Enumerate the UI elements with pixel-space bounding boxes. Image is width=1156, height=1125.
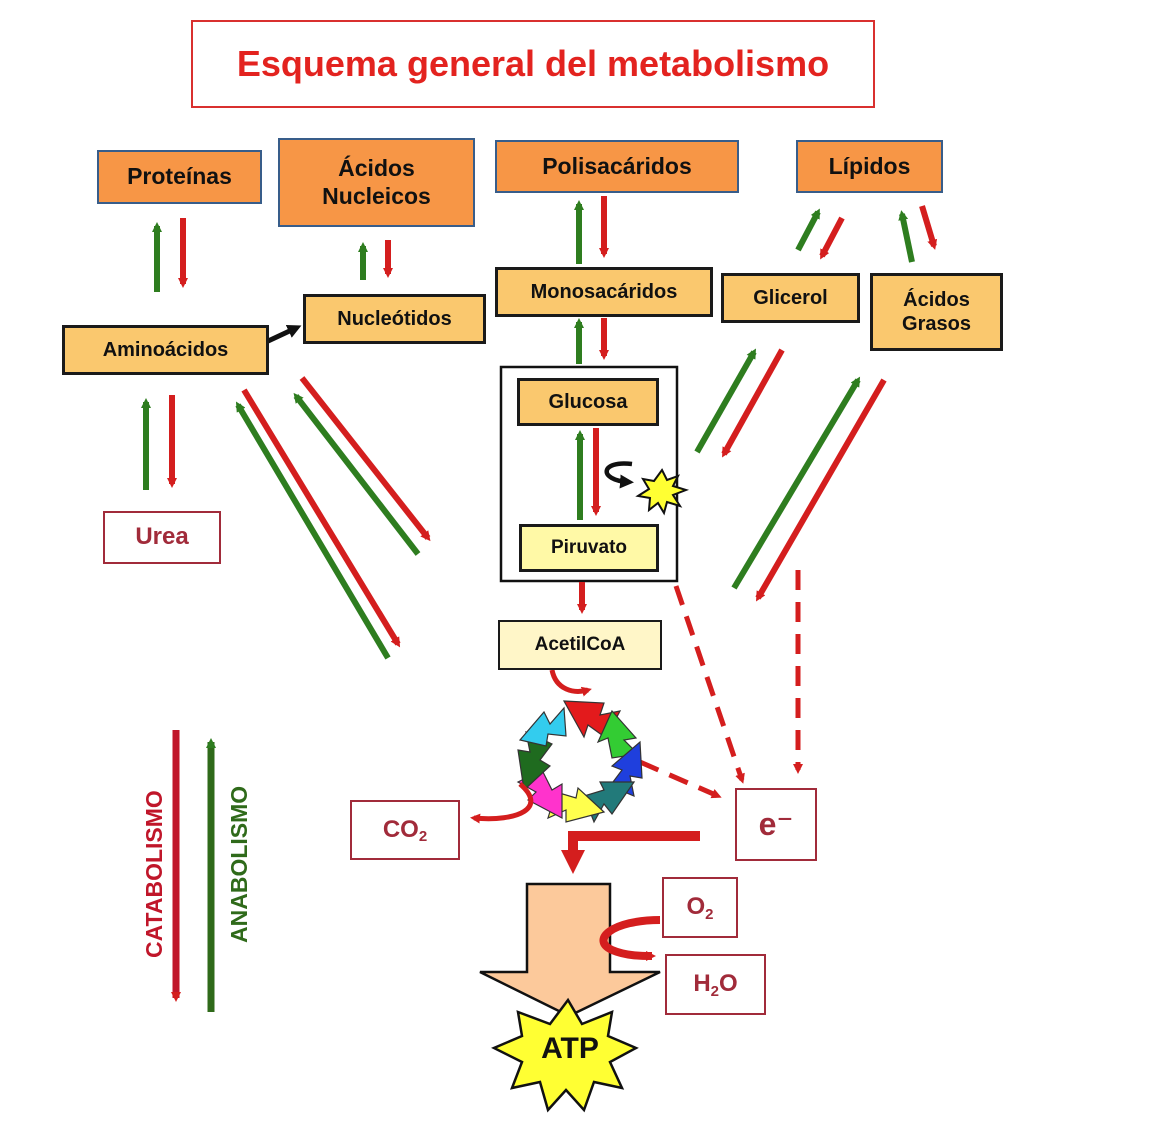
node-acidos-grasos: Ácidos Grasos: [870, 273, 1003, 351]
node-aminoacidos: Aminoácidos: [62, 325, 269, 375]
starburst-icon: [635, 468, 690, 516]
formula-main: CO: [382, 815, 419, 843]
formula-subscript: 2: [705, 905, 714, 923]
dashed-arrow-piruvato-to-electron: [673, 585, 745, 784]
page-title: Esquema general del metabolismo: [191, 20, 875, 108]
node-proteinas: Proteínas: [97, 150, 262, 204]
krebs-cycle-icon: [516, 700, 643, 824]
node-piruvato: Piruvato: [519, 524, 659, 572]
legend-catabolismo: CATABOLISMO: [141, 790, 167, 958]
node-monosacaridos: Monosacáridos: [495, 267, 713, 317]
arrow-catabolic: [241, 388, 401, 648]
node-label-line: Nucleicos: [322, 182, 431, 209]
glycolysis-frame: [499, 365, 679, 583]
curved-arrow-acetilcoa-to-krebs: [549, 669, 592, 697]
node-lipidos: Lípidos: [796, 140, 943, 193]
arrow-aminoacidos-to-nucleotidos: [264, 325, 302, 345]
formula-main: O: [719, 970, 738, 998]
dashed-arrow-krebs-to-electron: [639, 759, 722, 799]
arrow-electron-to-atp: [561, 831, 700, 874]
node-label-line: Ácidos: [903, 289, 970, 311]
node-label-line: Ácidos: [338, 154, 415, 181]
formula-main: H: [693, 970, 711, 998]
curved-arrow-lactate: [604, 461, 634, 489]
curved-arrow-o2-to-h2o: [599, 916, 661, 961]
arrow-anabolic: [898, 210, 915, 263]
node-glucosa: Glucosa: [517, 378, 659, 426]
node-acetilcoa: AcetilCoA: [498, 620, 662, 670]
node-glicerol: Glicerol: [721, 273, 860, 323]
node-polisacaridos: Polisacáridos: [495, 140, 739, 193]
arrow-anabolic: [795, 208, 821, 252]
arrow-catabolic: [919, 205, 938, 250]
formula-main: O: [686, 893, 706, 921]
arrow-anabolic: [694, 348, 757, 454]
formula-subscript: 2: [710, 982, 719, 1000]
atp-label: ATP: [541, 1032, 599, 1065]
curved-arrow-to-co2: [470, 782, 534, 824]
arrow-catabolic: [755, 378, 887, 602]
node-nucleotidos: Nucleótidos: [303, 294, 486, 344]
legend-anabolismo: ANABOLISMO: [226, 785, 252, 943]
node-label-line: Grasos: [902, 313, 971, 335]
atp-starburst-icon: [491, 997, 639, 1113]
arrow-catabolic: [819, 216, 845, 260]
node-electron: e⁻: [735, 788, 817, 861]
node-acidos-nucleicos: Ácidos Nucleicos: [278, 138, 475, 227]
arrow-anabolic: [293, 392, 421, 556]
formula-subscript: 2: [418, 828, 428, 845]
arrow-catabolic: [721, 348, 785, 458]
arrow-anabolic: [731, 376, 861, 590]
arrow-anabolic: [235, 401, 391, 660]
arrow-catabolic: [299, 376, 431, 542]
big-down-arrow: [479, 882, 661, 1018]
node-urea: Urea: [103, 511, 221, 564]
